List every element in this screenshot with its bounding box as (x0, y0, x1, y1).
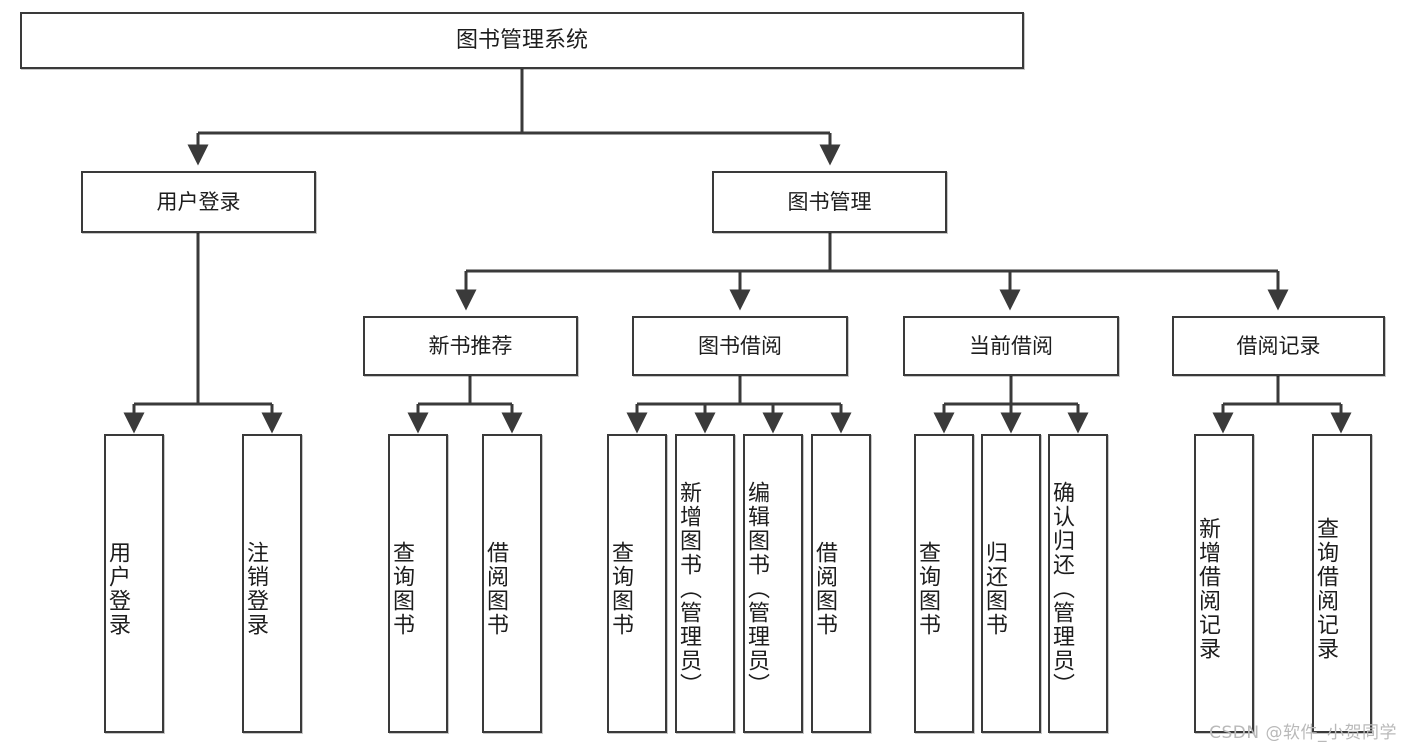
node-label: 查询借阅记录 (1313, 516, 1338, 661)
node-label: 用户登录 (105, 540, 130, 637)
leaf-query-book-current[interactable]: 查询图书 (914, 434, 974, 733)
watermark-text: CSDN @软件_小贺同学 (1209, 723, 1397, 743)
leaf-edit-book-admin[interactable]: 编辑图书（管理员） (743, 434, 803, 733)
leaf-add-borrow-record[interactable]: 新增借阅记录 (1194, 434, 1254, 733)
node-book-management[interactable]: 图书管理 (712, 171, 947, 233)
leaf-query-book-borrow[interactable]: 查询图书 (607, 434, 667, 733)
node-label: 图书借阅 (698, 333, 782, 358)
node-label: 确认归还（管理员） (1049, 480, 1074, 697)
leaf-confirm-return-admin[interactable]: 确认归还（管理员） (1048, 434, 1108, 733)
node-label: 新书推荐 (428, 333, 513, 358)
node-label: 图书管理系统 (455, 27, 588, 53)
leaf-user-login[interactable]: 用户登录 (104, 434, 164, 733)
node-user-login[interactable]: 用户登录 (81, 171, 316, 233)
node-label: 归还图书 (982, 540, 1007, 637)
leaf-query-borrow-record[interactable]: 查询借阅记录 (1312, 434, 1372, 733)
node-label: 图书管理 (787, 189, 872, 214)
node-book-borrow[interactable]: 图书借阅 (632, 316, 848, 376)
node-label: 新增图书（管理员） (676, 480, 701, 697)
node-label: 查询图书 (915, 540, 940, 637)
node-new-book-recommend[interactable]: 新书推荐 (363, 316, 578, 376)
leaf-add-book-admin[interactable]: 新增图书（管理员） (675, 434, 735, 733)
node-label: 编辑图书（管理员） (744, 480, 769, 697)
leaf-return-book[interactable]: 归还图书 (981, 434, 1041, 733)
leaf-query-book-recommend[interactable]: 查询图书 (388, 434, 448, 733)
node-label: 查询图书 (389, 540, 414, 637)
leaf-logout[interactable]: 注销登录 (242, 434, 302, 733)
node-borrow-record[interactable]: 借阅记录 (1172, 316, 1385, 376)
node-label: 借阅图书 (812, 540, 837, 637)
leaf-borrow-book-recommend[interactable]: 借阅图书 (482, 434, 542, 733)
node-label: 当前借阅 (969, 333, 1053, 358)
node-root-system[interactable]: 图书管理系统 (20, 12, 1024, 69)
node-current-borrow[interactable]: 当前借阅 (903, 316, 1119, 376)
node-label: 新增借阅记录 (1195, 516, 1220, 661)
node-label: 用户登录 (156, 189, 241, 214)
leaf-borrow-book[interactable]: 借阅图书 (811, 434, 871, 733)
node-label: 查询图书 (608, 540, 633, 637)
node-label: 注销登录 (243, 540, 268, 637)
node-label: 借阅图书 (483, 540, 508, 637)
node-label: 借阅记录 (1236, 333, 1321, 358)
